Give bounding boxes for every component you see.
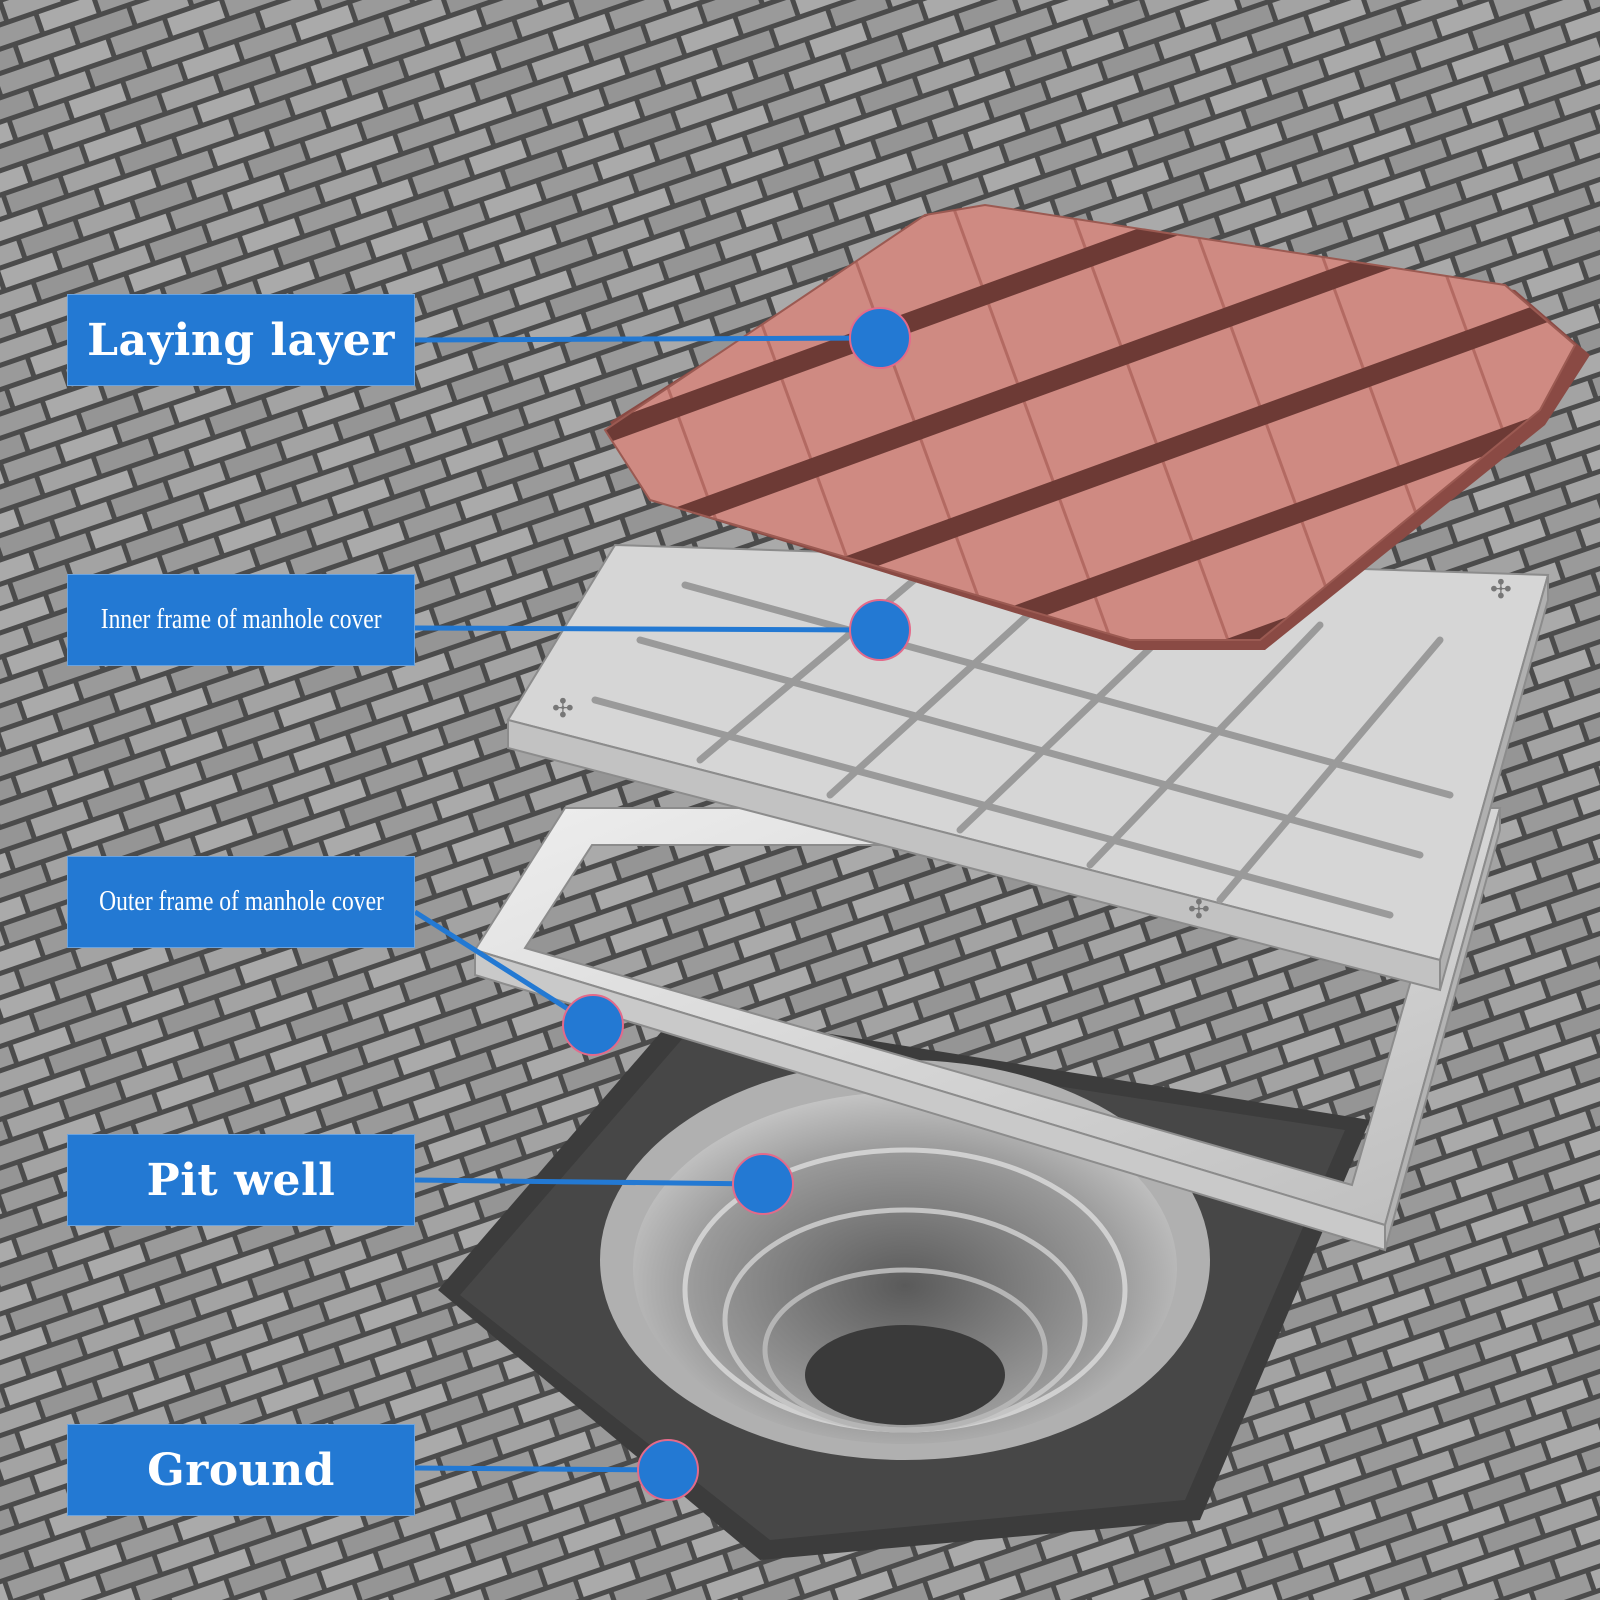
- leader-lines: [413, 335, 876, 1473]
- leader-inner-frame: [414, 625, 876, 633]
- inner-frame: ✣ ✣ ✣: [506, 543, 1550, 992]
- label-inner-frame-text: Inner frame of manhole cover: [100, 604, 382, 635]
- leader-laying-layer: [414, 335, 876, 343]
- leader-pit-well: [414, 1177, 761, 1187]
- leader-ground: [414, 1465, 666, 1473]
- label-outer-frame-text: Outer frame of manhole cover: [98, 886, 384, 917]
- label-inner-frame: Inner frame of manhole cover: [67, 574, 415, 666]
- label-pit-well: Pit well: [67, 1134, 415, 1226]
- corner-hole-icon: ✣: [552, 694, 574, 724]
- marker-outer-frame: [562, 994, 624, 1056]
- label-ground: Ground: [67, 1424, 415, 1516]
- laying-layer-slab: [603, 203, 1590, 650]
- corner-hole-icon: ✣: [1490, 575, 1512, 605]
- leader-outer-frame: [413, 909, 592, 1026]
- label-laying-layer-text: Laying layer: [87, 314, 395, 366]
- corner-hole-icon: ✣: [1188, 895, 1210, 925]
- label-outer-frame: Outer frame of manhole cover: [67, 856, 415, 948]
- label-pit-well-text: Pit well: [146, 1154, 336, 1206]
- marker-ground: [637, 1439, 699, 1501]
- rebar-grid: [591, 571, 1454, 919]
- marker-inner-frame: [849, 599, 911, 661]
- label-laying-layer: Laying layer: [67, 294, 415, 386]
- marker-dots: [562, 307, 911, 1501]
- outer-frame: [473, 807, 1502, 1252]
- marker-pit-well: [732, 1153, 794, 1215]
- marker-laying-layer: [849, 307, 911, 369]
- label-ground-text: Ground: [147, 1444, 335, 1496]
